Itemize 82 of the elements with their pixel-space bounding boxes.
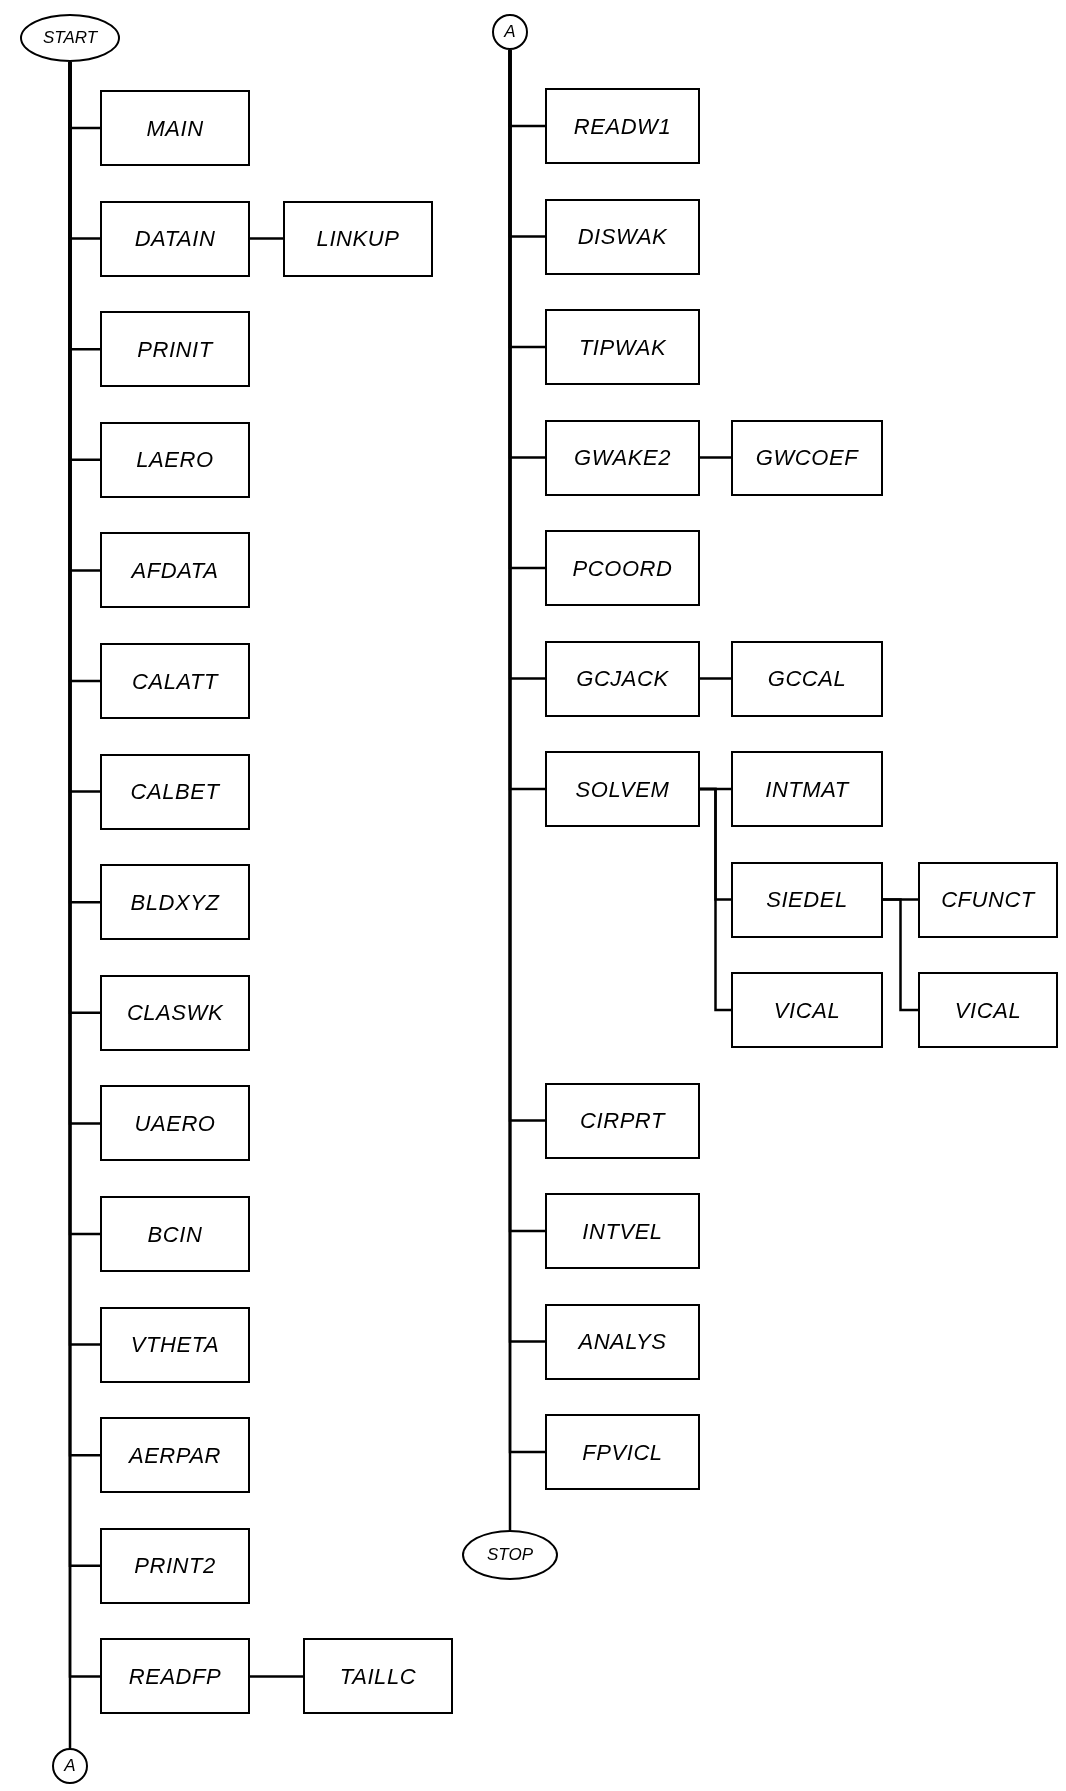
routine-box <box>545 1303 700 1380</box>
routine-name: DATAIN <box>134 225 216 254</box>
routine-name: AERPAR <box>128 1441 222 1470</box>
routine-name: FPVICL <box>582 1438 663 1467</box>
routine-box <box>731 861 883 938</box>
routine-box <box>918 861 1058 938</box>
routine-box <box>100 311 250 388</box>
routine-box <box>100 974 250 1051</box>
connector-line <box>250 237 283 240</box>
routine-name: READFP <box>128 1662 222 1691</box>
connector-line <box>700 677 731 680</box>
routine-name: UAERO <box>134 1109 216 1138</box>
routine-name: LAERO <box>136 446 214 475</box>
routine-name: CFUNCT <box>941 886 1035 914</box>
routine-box <box>545 640 700 717</box>
routine-box <box>100 753 250 830</box>
routine-box <box>100 1527 250 1604</box>
routine-box <box>100 643 250 719</box>
routine-box <box>545 1082 700 1159</box>
routine-name: GWCOEF <box>755 444 859 472</box>
terminal-label: START <box>42 27 98 50</box>
routine-box <box>100 1306 250 1383</box>
routine-box <box>545 309 700 385</box>
routine-box <box>100 1196 250 1272</box>
connector-line <box>700 787 731 1012</box>
routine-box <box>100 200 250 277</box>
routine-name: CIRPRT <box>580 1107 665 1135</box>
routine-name: TAILLC <box>339 1662 417 1691</box>
routine-name: GCCAL <box>767 665 847 693</box>
routine-box <box>731 972 883 1048</box>
routine-name: TIPWAK <box>578 333 667 362</box>
terminal-label: A <box>64 1755 76 1778</box>
routine-box <box>731 419 883 496</box>
routine-name: READW1 <box>573 112 672 141</box>
routine-box <box>545 530 700 606</box>
routine-name: SOLVEM <box>575 775 670 804</box>
routine-name: VTHETA <box>130 1331 220 1360</box>
routine-box <box>545 1414 700 1490</box>
routine-name: MAIN <box>146 114 204 143</box>
terminal-label: STOP <box>487 1544 533 1567</box>
routine-box <box>545 1193 700 1269</box>
routine-name: INTMAT <box>765 775 849 804</box>
routine-name: ANALYS <box>578 1328 667 1356</box>
routine-name: INTVEL <box>582 1217 663 1246</box>
routine-name: CALATT <box>132 667 218 696</box>
routine-box <box>545 88 700 164</box>
routine-name: CLASWK <box>126 999 224 1028</box>
routine-box <box>283 200 433 277</box>
routine-box <box>100 1417 250 1494</box>
connector-line <box>883 898 918 1012</box>
routine-box <box>303 1638 453 1715</box>
routine-box <box>731 640 883 717</box>
routine-name: PRINT2 <box>134 1552 216 1581</box>
routine-name: PCOORD <box>572 554 673 583</box>
routine-box <box>731 751 883 827</box>
connector-line <box>250 1675 303 1678</box>
routine-name: VICAL <box>954 996 1022 1025</box>
routine-name: VICAL <box>773 996 841 1025</box>
routine-name: DISWAK <box>577 223 668 251</box>
routine-box <box>100 864 250 941</box>
routine-name: BLDXYZ <box>130 888 220 917</box>
routine-name: SIEDEL <box>766 886 848 914</box>
routine-box <box>100 532 250 609</box>
routine-name: GCJACK <box>576 665 669 693</box>
routine-name: LINKUP <box>316 225 400 254</box>
routine-box <box>545 751 700 827</box>
routine-box <box>100 1085 250 1162</box>
routine-box <box>545 419 700 496</box>
routine-name: CALBET <box>130 778 220 807</box>
routine-name: GWAKE2 <box>573 444 671 472</box>
routine-name: PRINIT <box>137 335 213 364</box>
terminal-oval <box>492 14 528 50</box>
routine-name: BCIN <box>147 1220 203 1249</box>
routine-box <box>100 421 250 498</box>
terminal-oval <box>52 1748 88 1784</box>
routine-box <box>545 198 700 275</box>
routine-box <box>918 972 1058 1048</box>
routine-box <box>100 1638 250 1715</box>
connector-line <box>700 456 731 459</box>
routine-box <box>100 90 250 166</box>
routine-name: AFDATA <box>131 556 219 585</box>
terminal-label: A <box>504 21 516 44</box>
